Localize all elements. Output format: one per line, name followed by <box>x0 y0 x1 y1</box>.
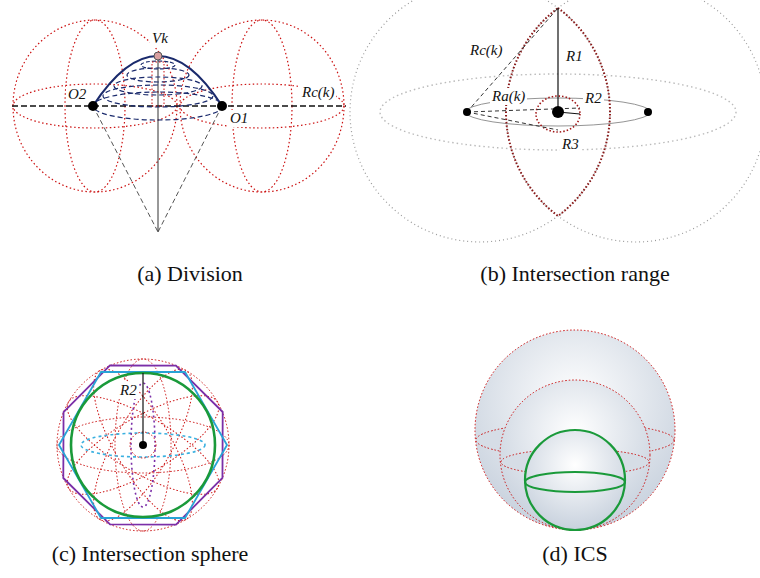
section-ellipse <box>76 357 210 534</box>
point-label: Vk <box>150 30 170 47</box>
section-ellipse <box>76 357 210 534</box>
blue-polygon <box>59 372 227 518</box>
division-cell <box>152 62 164 106</box>
intersection-circle <box>71 373 215 517</box>
ics-equator <box>525 472 625 492</box>
center-point <box>217 101 227 111</box>
sphere-outline <box>506 0 760 242</box>
intersection-range-figure <box>350 0 760 242</box>
radius-label: Ra(k) <box>490 88 527 105</box>
radius-label: R2 <box>583 90 604 107</box>
subfigure-caption: (a) Division <box>137 262 243 286</box>
outer-sphere <box>475 330 675 530</box>
center-point <box>139 441 147 449</box>
projection-line <box>158 106 222 232</box>
point-label: O1 <box>228 110 250 127</box>
radius-label: R2 <box>118 382 139 399</box>
radius-label: Rc(k) <box>300 84 336 101</box>
radius-label: Rc(k) <box>468 42 504 59</box>
point-label: O2 <box>66 86 88 103</box>
division-ring <box>103 85 213 107</box>
division-ring <box>127 68 189 82</box>
intersection-sphere-figure <box>31 333 256 558</box>
sphere-outline <box>350 0 610 242</box>
center-point <box>88 101 98 111</box>
radius-label: R3 <box>560 136 581 153</box>
division-ring <box>114 77 202 95</box>
subfigure-caption: (b) Intersection range <box>480 262 669 286</box>
subfigure-caption: (d) ICS <box>542 542 607 566</box>
division-ring <box>93 92 223 120</box>
projection-line <box>93 106 158 232</box>
radius-label: R1 <box>564 48 585 65</box>
vertex-point <box>154 52 162 60</box>
division-figure <box>12 20 346 232</box>
sphere-outline <box>13 20 177 192</box>
subfigure-caption: (c) Intersection sphere <box>52 542 249 566</box>
division-ring <box>141 61 175 69</box>
intersection-lens <box>506 8 610 216</box>
middle-sphere <box>500 380 650 530</box>
ics-figure <box>475 330 675 530</box>
sphere-outline <box>57 359 229 531</box>
section-ellipse <box>115 359 171 531</box>
intersection-dome <box>93 56 222 106</box>
radius-line <box>467 112 558 130</box>
radius-line <box>557 8 558 112</box>
center-point <box>644 108 652 116</box>
center-point <box>552 106 564 118</box>
purple-polygon <box>31 333 256 558</box>
center-point <box>463 108 471 116</box>
ics-sphere <box>525 430 625 530</box>
radius-line <box>142 373 143 445</box>
radius-line <box>467 8 558 112</box>
vertical-axis <box>158 60 159 232</box>
